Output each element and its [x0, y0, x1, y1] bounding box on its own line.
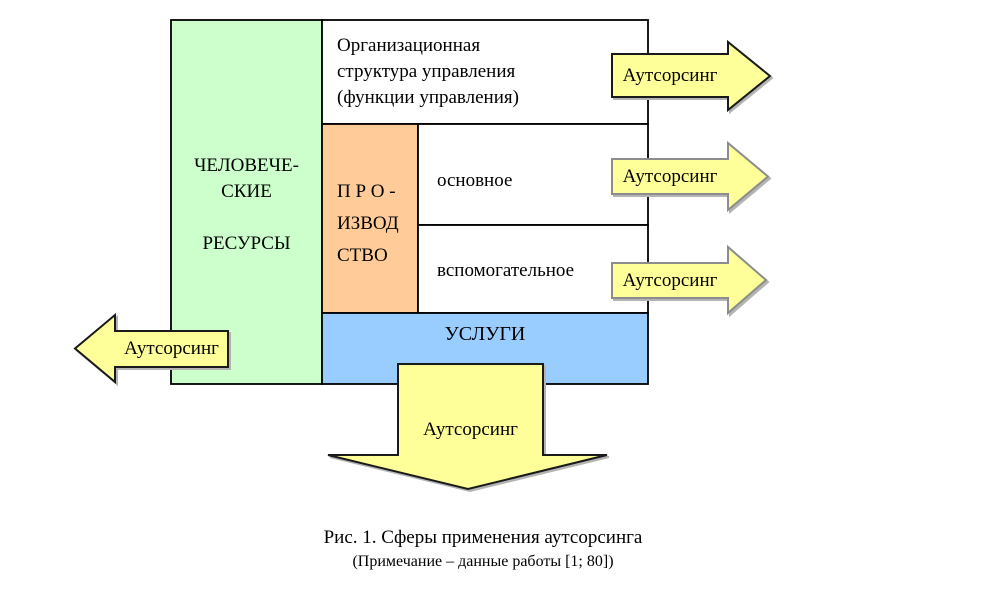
figure-caption-note: (Примечание – данные работы [1; 80])	[352, 553, 614, 570]
human-resources-label: ЧЕЛОВЕЧЕ- СКИЕ РЕСУРСЫ	[194, 155, 299, 254]
main-production-box	[417, 123, 649, 226]
outsourcing-arrow-right-3-label: Аутсорсинг	[622, 269, 718, 291]
outsourcing-arrow-down	[327, 363, 608, 491]
outsourcing-arrow-right-1-label: Аутсорсинг	[622, 64, 718, 86]
services-label: УСЛУГИ	[444, 323, 526, 345]
outsourcing-arrow-right-2-label: Аутсорсинг	[622, 165, 718, 187]
human-resources-box	[170, 19, 323, 385]
org-structure-label: Организационная структура управления (фу…	[337, 35, 519, 108]
outsourcing-arrow-down-label: Аутсорсинг	[423, 419, 518, 440]
outsourcing-arrow-left-label: Аутсорсинг	[124, 338, 219, 359]
outsourcing-arrow-left	[73, 312, 229, 385]
production-label: П Р О - ИЗВОД СТВО	[337, 181, 399, 266]
auxiliary-production-label: вспомогательное	[437, 260, 575, 281]
figure-caption-title: Рис. 1. Сферы применения аутсорсинга	[323, 527, 643, 548]
outsourcing-arrow-right-2	[611, 140, 770, 213]
outsourcing-arrow-right-1	[611, 39, 772, 113]
outsourcing-arrow-right-3	[611, 244, 768, 316]
production-box	[321, 123, 419, 314]
main-production-label: основное	[437, 170, 513, 191]
org-structure-box	[321, 19, 649, 125]
